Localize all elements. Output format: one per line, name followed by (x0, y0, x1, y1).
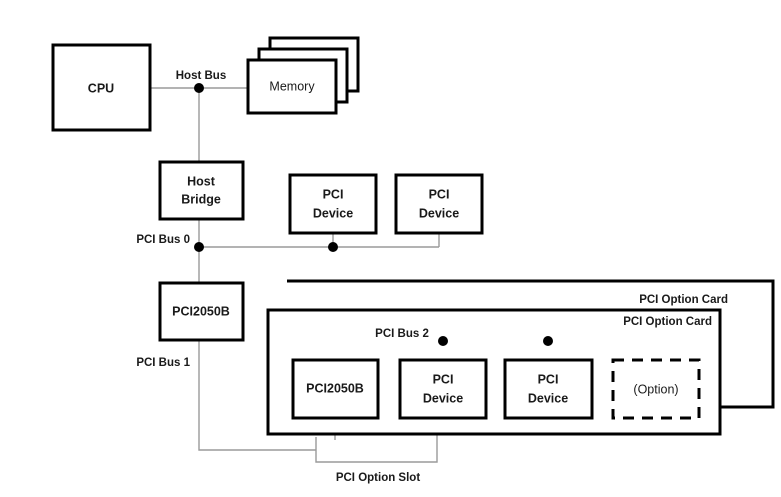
pci-bus-2: PCI Bus 2 (375, 328, 553, 346)
wire-option-slot-bracket (315, 430, 438, 463)
host-bridge-node: Host Bridge (158, 160, 245, 221)
pci2050b-bus1-box (158, 281, 245, 342)
option-device-box (611, 358, 701, 420)
cpu-box (51, 43, 152, 132)
pci2050b-bus1-node: PCI2050B (158, 281, 245, 342)
pci-bus-0-label: PCI Bus 0 (136, 234, 190, 246)
front-card-label: PCI Option Card (623, 316, 712, 328)
pci2050b-bus2-node: PCI2050B (291, 358, 380, 420)
pci-bus-2-junction-dot-1 (438, 336, 448, 346)
pci-device-bus2-a-label-line1: PCI (433, 372, 454, 386)
pci-option-slot: PCI Option Slot (336, 472, 420, 484)
host-bus: Host Bus (176, 70, 226, 93)
wire-pcibus1-to-option-slot (198, 340, 316, 451)
pci-device-bus2-b-label-line2: Device (528, 391, 568, 405)
pci-bus-0: PCI Bus 0 (136, 234, 338, 252)
memory-box-front (246, 58, 338, 115)
pci-bus-1-label: PCI Bus 1 (136, 357, 190, 369)
pci2050b-bus2-label: PCI2050B (306, 381, 364, 395)
pci-bus-0-junction-dot-2 (328, 242, 338, 252)
pci-device-bus2-b-label-line1: PCI (538, 372, 559, 386)
pci-device-bus0-b-label-line1: PCI (429, 187, 450, 201)
host-bridge-label-line1: Host (187, 174, 216, 188)
cpu-node: CPU (51, 43, 152, 132)
pci-device-bus0-a-box (288, 173, 378, 235)
pci-bus-2-junction-dot-2 (543, 336, 553, 346)
pci-device-bus2-a-label-line2: Device (423, 391, 463, 405)
pci-bus-2-label: PCI Bus 2 (375, 328, 429, 340)
pci-bus-1: PCI Bus 1 (136, 357, 190, 369)
pci2050b-bus1-label: PCI2050B (172, 304, 230, 318)
pci-bus-0-junction-dot-1 (194, 242, 204, 252)
pci-device-bus0-a-label-line2: Device (313, 206, 353, 220)
host-bridge-label-line2: Bridge (181, 192, 221, 206)
cpu-label: CPU (88, 81, 114, 95)
memory-node: Memory (246, 36, 360, 115)
pci-device-bus2-b-box (503, 358, 594, 420)
option-device-label: (Option) (633, 382, 678, 396)
memory-label: Memory (269, 79, 315, 93)
host-bus-junction-dot (194, 83, 204, 93)
pci-device-bus0-b-box (394, 173, 484, 235)
pci-device-bus0-b-label-line2: Device (419, 206, 459, 220)
option-device-node: (Option) (611, 358, 701, 420)
host-bus-label: Host Bus (176, 70, 226, 82)
pci-device-bus2-b-node: PCI Device (503, 358, 594, 420)
host-bridge-box (158, 160, 245, 221)
pci-device-bus2-a-node: PCI Device (398, 358, 488, 420)
pci-option-slot-label: PCI Option Slot (336, 472, 420, 484)
pci-device-bus2-a-box (398, 358, 488, 420)
pci2050b-bus2-box (291, 358, 380, 420)
pci-device-bus0-a-label-line1: PCI (323, 187, 344, 201)
back-card-label: PCI Option Card (639, 294, 728, 306)
pci-device-bus0-b-node: PCI Device (394, 173, 484, 235)
pci-device-bus0-a-node: PCI Device (288, 173, 378, 235)
